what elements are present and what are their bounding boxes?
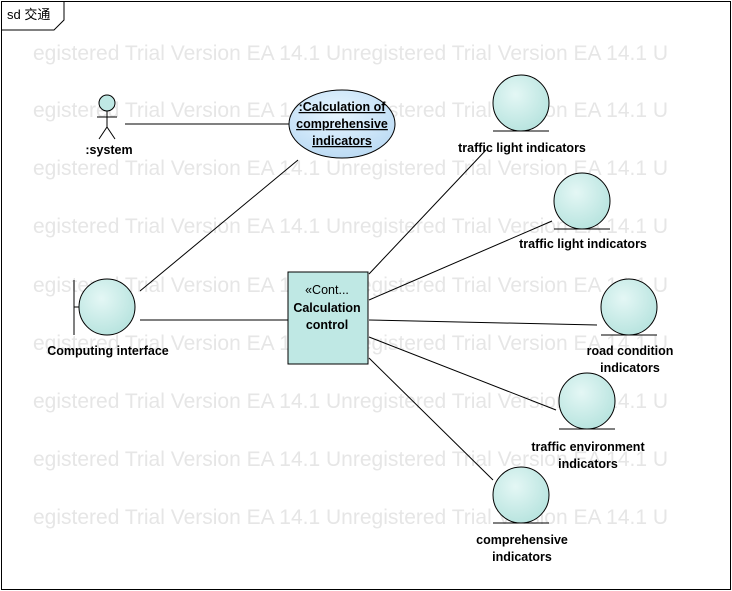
- connector-interface-usecase: [139, 159, 299, 292]
- entity-label-line-2: indicators: [492, 550, 552, 564]
- entity-traffic-light-1[interactable]: traffic light indicators: [458, 74, 586, 155]
- control-line-1: Calculation: [293, 301, 360, 315]
- usecase-line-2: comprehensive: [296, 117, 388, 131]
- actor-label: :system: [85, 143, 132, 157]
- entity-road-condition[interactable]: road condition indicators: [587, 278, 674, 375]
- connectors: [125, 123, 598, 481]
- entity-label-line-1: traffic light indicators: [458, 141, 586, 155]
- connector-control-entity-5: [368, 357, 494, 481]
- watermark-row: egistered Trial Version EA 14.1 Unregist…: [33, 215, 668, 238]
- frame-title: sd 交通: [7, 7, 50, 22]
- watermark-row: egistered Trial Version EA 14.1 Unregist…: [33, 157, 668, 180]
- watermark-row: egistered Trial Version EA 14.1 Unregist…: [33, 506, 668, 529]
- boundary-label: Computing interface: [47, 344, 169, 358]
- entity-label-line-1: traffic environment: [531, 440, 645, 454]
- connector-control-entity-1: [368, 149, 487, 275]
- entity-label-line-1: traffic light indicators: [519, 237, 647, 251]
- control-calculation[interactable]: «Cont... Calculation control: [287, 271, 369, 365]
- actor-system[interactable]: [97, 94, 117, 140]
- usecase-line-3: indicators: [312, 134, 372, 148]
- entity-comprehensive[interactable]: comprehensive indicators: [476, 466, 568, 564]
- actor-head: [98, 94, 116, 112]
- boundary-computing-interface[interactable]: [73, 278, 136, 336]
- frame-tab: sd 交通: [1, 1, 65, 31]
- entity-label-line-2: indicators: [558, 457, 618, 471]
- watermark-row: egistered Trial Version EA 14.1 Unregist…: [33, 42, 668, 65]
- entity-traffic-light-2[interactable]: traffic light indicators: [519, 172, 647, 251]
- usecase-line-1: :Calculation of: [299, 100, 387, 114]
- connector-control-entity-2: [368, 220, 553, 301]
- entity-label-line-2: indicators: [600, 361, 660, 375]
- connector-control-entity-3: [368, 319, 598, 326]
- entity-traffic-environment[interactable]: traffic environment indicators: [531, 372, 645, 471]
- connector-control-entity-4: [368, 336, 557, 411]
- watermark-row: egistered Trial Version EA 14.1 Unregist…: [33, 448, 668, 471]
- entity-label-line-1: road condition: [587, 344, 674, 358]
- entity-label-line-1: comprehensive: [476, 533, 568, 547]
- control-stereotype: «Cont...: [305, 283, 349, 297]
- usecase-calculation[interactable]: :Calculation of comprehensive indicators: [288, 89, 396, 159]
- control-line-2: control: [306, 318, 348, 332]
- watermark-row: egistered Trial Version EA 14.1 Unregist…: [33, 390, 668, 413]
